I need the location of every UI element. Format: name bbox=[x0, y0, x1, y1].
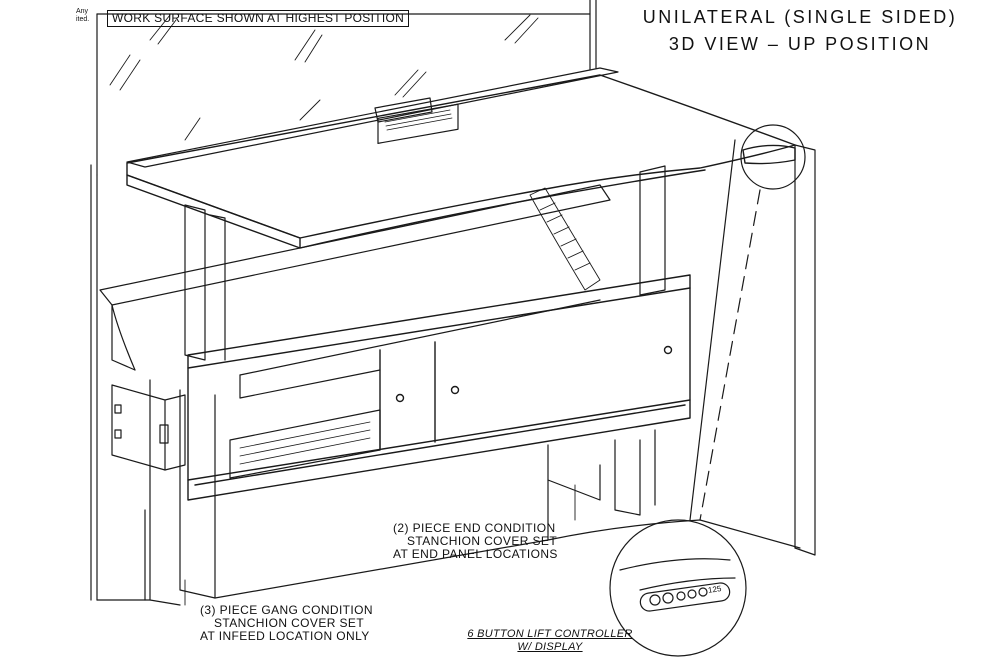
controller-display-readout: 125 bbox=[707, 584, 722, 595]
controller-callout: 6 BUTTON LIFT CONTROLLER W/ DISPLAY bbox=[465, 628, 635, 654]
gang-condition-line-3: AT INFEED LOCATION ONLY bbox=[200, 629, 370, 643]
floor-base bbox=[214, 479, 701, 599]
perforated-tray bbox=[229, 409, 381, 479]
back-trough bbox=[99, 184, 611, 399]
work-surface-note: WORK SURFACE SHOWN AT HIGHEST POSITION bbox=[107, 10, 410, 27]
drawing-title: UNILATERAL (SINGLE SIDED) 3D VIEW – UP P… bbox=[600, 4, 1000, 58]
drawing-title-line-2: 3D VIEW – UP POSITION bbox=[668, 34, 932, 54]
corner-note-line-2: ited. bbox=[76, 16, 90, 23]
side-module bbox=[111, 384, 186, 471]
controller-line-2: W/ DISPLAY bbox=[517, 641, 583, 653]
end-panel bbox=[699, 144, 816, 556]
end-condition-line-3: AT END PANEL LOCATIONS bbox=[393, 547, 558, 561]
corner-note-line-1: Any bbox=[76, 8, 89, 15]
detail-callout bbox=[609, 124, 806, 657]
end-condition-line-1: (2) PIECE END CONDITION bbox=[393, 521, 556, 535]
leader-lines bbox=[184, 484, 576, 606]
end-condition-line-2: STANCHION COVER SET bbox=[407, 534, 558, 548]
gang-condition-line-2: STANCHION COVER SET bbox=[214, 616, 365, 630]
gang-condition-line-1: (3) PIECE GANG CONDITION bbox=[200, 603, 373, 617]
end-condition-callout: (2) PIECE END CONDITION STANCHION COVER … bbox=[393, 522, 558, 561]
stanchions bbox=[96, 165, 666, 606]
back-rail bbox=[126, 67, 619, 168]
cable-chain bbox=[529, 187, 601, 291]
lift-controller-detail bbox=[619, 558, 736, 612]
wall-glass-panel bbox=[90, 0, 597, 601]
drawing-title-line-1: UNILATERAL (SINGLE SIDED) bbox=[642, 7, 958, 27]
gang-condition-callout: (3) PIECE GANG CONDITION STANCHION COVER… bbox=[200, 604, 373, 643]
work-surface bbox=[126, 74, 796, 249]
controller-line-1: 6 BUTTON LIFT CONTROLLER bbox=[467, 628, 633, 640]
corner-note-fragment: Any ited. bbox=[76, 8, 89, 24]
